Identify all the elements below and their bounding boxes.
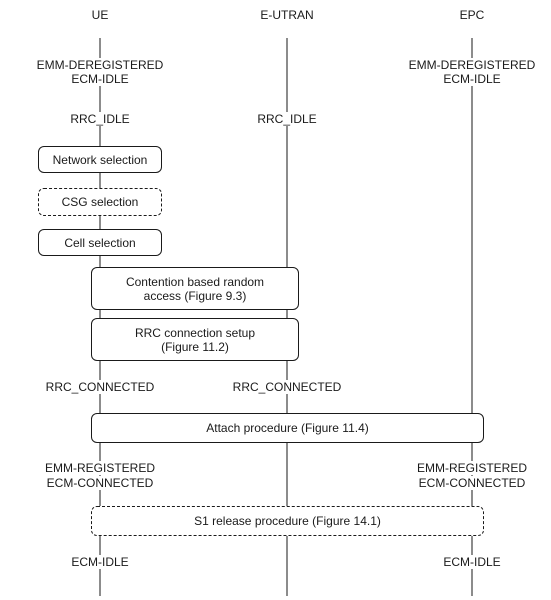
- epc-emm-registered: EMM-REGISTERED: [416, 461, 528, 475]
- cell-selection-box: Cell selection: [38, 229, 162, 256]
- cell-selection-label: Cell selection: [64, 235, 136, 250]
- csg-selection-box: CSG selection: [38, 188, 162, 216]
- network-selection-label: Network selection: [52, 152, 148, 167]
- eutran-rrc-connected: RRC_CONNECTED: [232, 380, 342, 394]
- s1-release-procedure-box: S1 release procedure (Figure 14.1): [91, 506, 484, 536]
- eutran-header: E-UTRAN: [260, 8, 314, 22]
- csg-selection-label: CSG selection: [61, 195, 139, 209]
- ue-rrc-idle: RRC_IDLE: [70, 112, 130, 126]
- attach-procedure-label: Attach procedure (Figure 11.4): [206, 421, 369, 435]
- ue-emm-deregistered: EMM-DEREGISTERED: [36, 58, 164, 72]
- ue-header: UE: [91, 8, 109, 22]
- rrc-connection-setup-label: RRC connection setup (Figure 11.2): [134, 325, 256, 354]
- epc-ecm-idle: ECM-IDLE: [443, 72, 501, 86]
- epc-ecm-connected: ECM-CONNECTED: [418, 476, 526, 490]
- contention-random-access-label: Contention based random access (Figure 9…: [125, 274, 265, 303]
- s1-release-procedure-label: S1 release procedure (Figure 14.1): [194, 514, 381, 528]
- rrc-connection-setup-box: RRC connection setup (Figure 11.2): [91, 318, 299, 361]
- ue-emm-registered: EMM-REGISTERED: [44, 461, 156, 475]
- eutran-rrc-idle: RRC_IDLE: [257, 112, 317, 126]
- ue-ecm-idle-final: ECM-IDLE: [71, 555, 129, 569]
- ue-rrc-connected: RRC_CONNECTED: [45, 380, 155, 394]
- epc-emm-deregistered: EMM-DEREGISTERED: [408, 58, 536, 72]
- network-selection-box: Network selection: [38, 146, 162, 173]
- epc-header: EPC: [459, 8, 485, 22]
- ue-ecm-idle: ECM-IDLE: [71, 72, 129, 86]
- contention-random-access-box: Contention based random access (Figure 9…: [91, 267, 299, 310]
- attach-procedure-box: Attach procedure (Figure 11.4): [91, 413, 484, 443]
- ue-ecm-connected: ECM-CONNECTED: [46, 476, 154, 490]
- epc-ecm-idle-final: ECM-IDLE: [443, 555, 501, 569]
